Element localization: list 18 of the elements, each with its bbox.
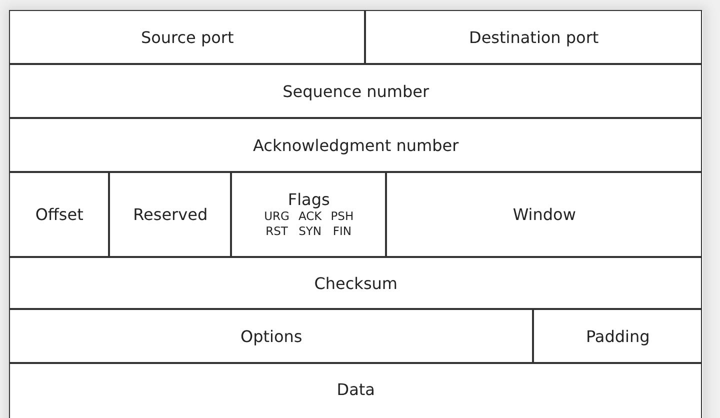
field-name: Sequence number [282, 82, 430, 101]
field-name: Options [240, 326, 302, 346]
field-name: Padding [586, 326, 650, 346]
flag-name: URG [264, 209, 290, 224]
field-name: Reserved [133, 205, 208, 224]
field-name: Destination port [469, 28, 599, 47]
flag-name: ACK [298, 209, 322, 224]
flag-name: PSH [330, 209, 354, 224]
field-name: Window [512, 205, 576, 224]
field-heading: Flags [288, 190, 330, 210]
flag-name: FIN [332, 224, 352, 240]
field-name: Checksum [314, 274, 398, 293]
field-name: Data [336, 380, 375, 400]
field-name: Source port [140, 28, 234, 47]
flag-name: RST [266, 224, 288, 240]
flag-name: SYN [298, 224, 322, 240]
field-name: Acknowledgment number [253, 136, 459, 155]
field-name: Offset [35, 205, 84, 224]
